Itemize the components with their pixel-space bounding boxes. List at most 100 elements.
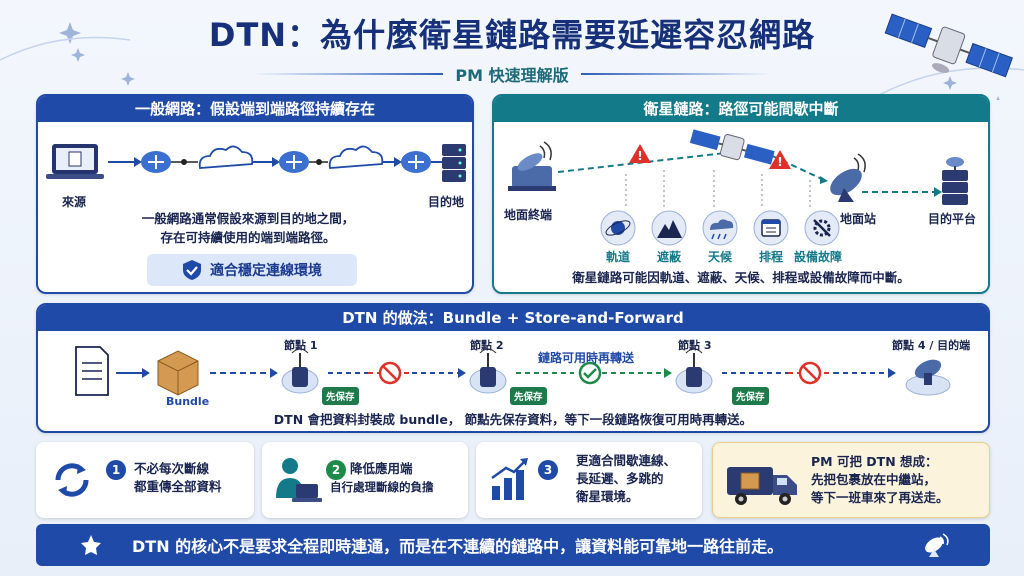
panel-header: DTN 的做法：Bundle + Store-and-Forward [38, 305, 988, 331]
node-server-icon [675, 348, 713, 394]
document-icon [75, 346, 109, 396]
cause-label-equipment: 設備故障 [794, 250, 843, 264]
card-line: 先把包裹放在中繼站， [811, 472, 937, 487]
server-icon [442, 144, 466, 182]
benefit-card-1: 1 不必每次斷線 都重傳全部資料 [36, 442, 254, 518]
panel-description: 一般網路通常假設來源到目的地之間， 存在可持續使用的端到端路徑。 [98, 209, 398, 247]
destination-platform-label: 目的平台 [928, 212, 977, 226]
user-laptop-icon [276, 458, 322, 502]
mountain-icon [651, 210, 687, 246]
subtitle-row: PM 快速理解版 [0, 62, 1024, 86]
blocked-icon [798, 361, 822, 385]
cause-label-schedule: 排程 [759, 250, 784, 264]
stable-connection-badge: 適合穩定連線環境 [147, 254, 357, 286]
satellite-link-panel: 衛星鏈路：路徑可能間歇中斷 ! ! [492, 94, 990, 294]
pm-analogy-text: PM 可把 DTN 想成： 先把包裹放在中繼站， 等下一班車來了再送走。 [811, 453, 949, 507]
card-line: 都重傳全部資料 [134, 479, 222, 494]
node-3-label: 節點 3 [678, 339, 712, 352]
cloud-icon [328, 145, 384, 169]
card-text: 更適合間歇連線、 長延遲、多跳的 衛星環境。 [576, 452, 676, 506]
card-line: 降低應用端 [350, 461, 413, 476]
panel-header: 一般網路：假設端到端路徑持續存在 [38, 96, 472, 122]
ground-station-icon [830, 153, 866, 202]
star-icon [81, 535, 101, 555]
panel-description: DTN 會把資料封裝成 bundle， 節點先保存資料，等下一段鏈路恢復可用時再… [273, 412, 753, 427]
shield-check-icon [183, 260, 201, 280]
destination-dish-icon [905, 359, 951, 396]
delivery-truck-icon [727, 467, 797, 505]
satellite-icon [689, 129, 775, 165]
source-label: 來源 [62, 195, 87, 209]
bottom-banner: DTN 的核心不是要求全程即時連通，而是在不連續的鏈路中，讓資料能可靠地一路往前… [36, 524, 990, 566]
bundle-label: Bundle [166, 395, 210, 408]
divider [253, 73, 444, 75]
store-and-forward-diagram [75, 346, 951, 396]
router-icon [141, 151, 171, 173]
bundle-box-icon [157, 350, 199, 396]
check-icon [578, 361, 602, 385]
node-server-icon [281, 348, 319, 394]
card-line: 衛星環境。 [576, 489, 639, 504]
orbit-icon [600, 210, 636, 246]
badge-label: 適合穩定連線環境 [210, 263, 322, 279]
cause-label-weather: 天候 [708, 250, 733, 264]
warning-icon: ! [629, 144, 651, 163]
weather-icon [702, 210, 738, 246]
satellite-icon [884, 13, 1014, 78]
card-number: 1 [106, 460, 126, 480]
card-line: 自行處理斷線的負擔 [330, 480, 434, 494]
desc-line: 一般網路通常假設來源到目的地之間， [141, 211, 355, 226]
ground-terminal-icon [508, 141, 556, 191]
satellite-dish-icon [925, 533, 949, 557]
router-icon [279, 151, 309, 173]
panel-description: 衛星鏈路可能因軌道、遮蔽、天候、排程或設備故障而中斷。 [572, 270, 910, 285]
cloud-icon [198, 145, 254, 169]
desc-line: 存在可持續使用的端到端路徑。 [160, 230, 336, 245]
growth-chart-icon [491, 458, 528, 500]
node-2-label: 節點 2 [470, 339, 504, 352]
router-icon [401, 151, 431, 173]
regular-network-panel: 一般網路：假設端到端路徑持續存在 [36, 94, 474, 294]
page-title: DTN：為什麼衛星鏈路需要延遲容忍網路 [208, 16, 816, 54]
benefit-card-3: 3 更適合間歇連線、 長延遲、多跳的 衛星環境。 [476, 442, 702, 518]
divider [580, 73, 771, 75]
card-line: 不必每次斷線 [134, 461, 210, 476]
node-server-icon [469, 348, 507, 394]
card-text: 不必每次斷線 都重傳全部資料 [134, 460, 222, 496]
destination-label: 目的地 [428, 195, 465, 209]
store-tag: 先保存 [732, 387, 769, 405]
svg-text:!: ! [637, 149, 642, 163]
pm-analogy-card: PM 可把 DTN 想成： 先把包裹放在中繼站， 等下一班車來了再送走。 [712, 442, 990, 518]
regular-network-diagram [46, 144, 466, 182]
subtitle: PM 快速理解版 [455, 66, 569, 85]
card-line: 等下一班車來了再送走。 [811, 490, 949, 505]
bottom-banner-text: DTN 的核心不是要求全程即時連通，而是在不連續的鏈路中，讓資料能可靠地一路往前… [132, 537, 784, 556]
card-line: PM 可把 DTN 想成： [811, 454, 938, 469]
node-4-label: 節點 4 / 目的端 [892, 339, 971, 352]
card-text: 降低應用端 自行處理斷線的負擔 [330, 460, 434, 496]
calendar-icon [753, 210, 789, 246]
satellite-link-diagram: ! ! [508, 129, 968, 246]
ground-terminal-label: 地面終端 [504, 208, 553, 222]
card-line: 長延遲、多跳的 [576, 471, 664, 486]
refresh-icon [55, 463, 89, 497]
card-number: 2 [326, 460, 346, 480]
card-line: 更適合間歇連線、 [576, 453, 677, 468]
panel-header: 衛星鏈路：路徑可能間歇中斷 [494, 96, 988, 122]
server-icon [942, 157, 968, 205]
dtn-approach-panel: DTN 的做法：Bundle + Store-and-Forward [36, 303, 990, 433]
gear-wrench-icon [804, 210, 840, 246]
cause-label-orbit: 軌道 [606, 250, 631, 264]
card-number: 3 [538, 460, 558, 480]
node-1-label: 節點 1 [284, 339, 318, 352]
link-available-label: 鏈路可用時再轉送 [538, 351, 635, 365]
blocked-icon [378, 361, 402, 385]
store-tag: 先保存 [510, 387, 547, 405]
warning-icon: ! [769, 150, 791, 169]
benefit-card-2: 2 降低應用端 自行處理斷線的負擔 [262, 442, 468, 518]
svg-text:!: ! [777, 155, 782, 169]
ground-station-label: 地面站 [840, 212, 877, 226]
cause-label-occlusion: 遮蔽 [657, 250, 682, 264]
store-tag: 先保存 [322, 387, 359, 405]
